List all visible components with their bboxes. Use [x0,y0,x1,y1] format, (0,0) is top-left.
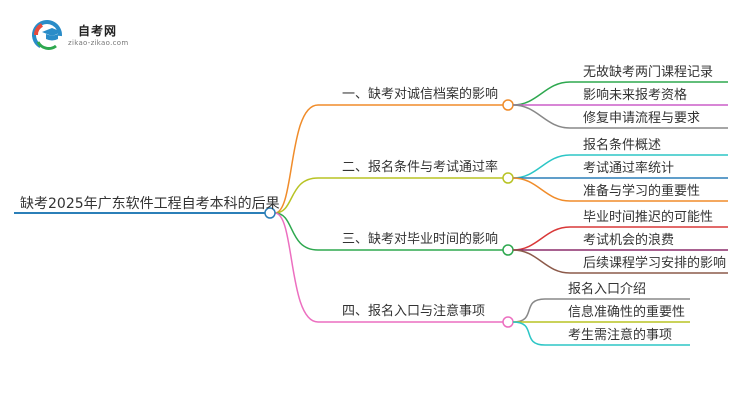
branch-node [502,316,514,328]
leaf-topic: 准备与学习的重要性 [583,184,701,199]
branch-node [502,244,514,256]
branch-connector [274,212,319,251]
site-name: 自考网 [78,24,118,38]
branch-topic: 一、缺考对诚信档案的影响 [342,87,499,102]
branch-topic: 四、报名入口与注意事项 [342,304,486,319]
leaf-connector [512,81,571,106]
leaf-topic: 信息准确性的重要性 [568,305,686,320]
leaf-connector [512,154,571,179]
branch-node [502,99,514,111]
leaf-topic: 后续课程学习安排的影响 [583,256,727,271]
root-topic: 缺考2025年广东软件工程自考本科的后果 [20,196,280,212]
leaf-connector [512,249,571,274]
graduation-cap-logo-icon [31,20,62,50]
leaf-connector [512,177,571,202]
leaf-connector [512,321,546,346]
branch-connector [274,177,319,214]
branch-connector [274,104,319,214]
leaf-connector [512,226,571,251]
leaf-connector [512,104,571,129]
root-node [264,207,276,219]
site-url: zikao-zikao.com [68,39,129,47]
leaf-topic: 考试通过率统计 [583,161,675,176]
site-logo[interactable]: 自考网 zikao-zikao.com [30,18,140,52]
leaf-connector [512,298,546,323]
leaf-topic: 考生需注意的事项 [568,328,673,343]
branch-connector [274,212,319,323]
leaf-topic: 影响未来报考资格 [583,88,688,103]
leaf-topic: 无故缺考两门课程记录 [583,65,714,80]
branch-node [502,172,514,184]
branch-topic: 三、缺考对毕业时间的影响 [342,232,499,247]
leaf-topic: 毕业时间推迟的可能性 [583,210,714,225]
leaf-topic: 修复申请流程与要求 [583,111,701,126]
branch-topic: 二、报名条件与考试通过率 [342,160,499,175]
leaf-topic: 报名入口介绍 [568,282,647,297]
leaf-topic: 考试机会的浪费 [583,233,675,248]
leaf-topic: 报名条件概述 [583,138,662,153]
